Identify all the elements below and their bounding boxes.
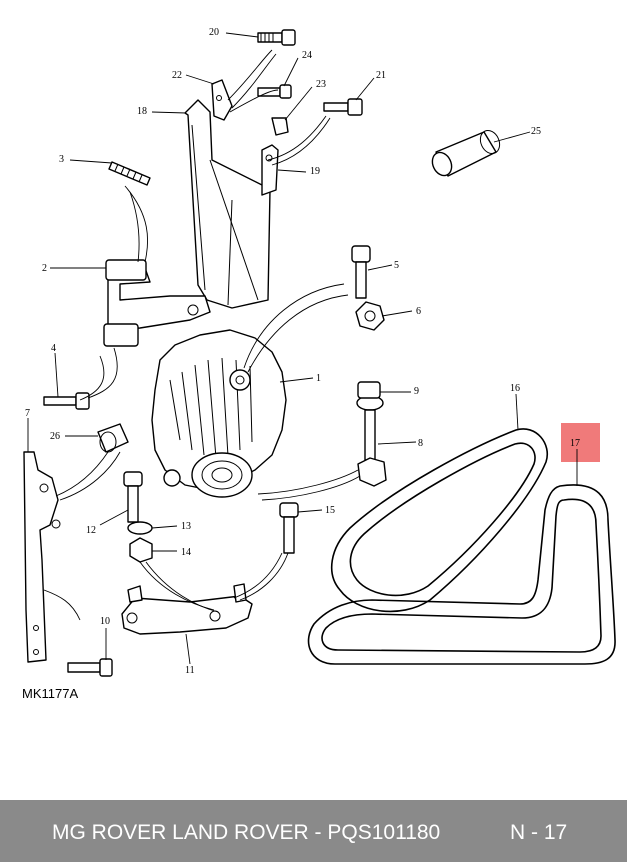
bolt-21 xyxy=(323,98,363,116)
bolt-20 xyxy=(257,29,296,46)
callout-labels: 20 24 22 21 23 18 25 3 19 5 2 6 4 1 16 9… xyxy=(25,27,580,676)
bolt-12 xyxy=(123,471,143,523)
callout-14: 14 xyxy=(181,547,191,558)
callout-9: 9 xyxy=(414,386,419,397)
callout-1: 1 xyxy=(316,373,321,384)
callout-3: 3 xyxy=(59,154,64,165)
callout-7: 7 xyxy=(25,408,30,419)
callout-17: 17 xyxy=(570,438,580,449)
leader-lines xyxy=(27,32,578,665)
callout-4: 4 xyxy=(51,343,56,354)
footer-bar: MG ROVER LAND ROVER - PQS101180 N - 17 xyxy=(0,800,627,862)
clip xyxy=(271,117,289,136)
callout-10: 10 xyxy=(100,616,110,627)
callout-15: 15 xyxy=(325,505,335,516)
bolt-8 xyxy=(356,381,387,487)
drive-belt-16 xyxy=(331,428,549,613)
callout-19: 19 xyxy=(310,166,320,177)
spacer-25 xyxy=(431,129,501,177)
callout-20: 20 xyxy=(209,27,219,38)
callout-22: 22 xyxy=(172,70,182,81)
nut-14 xyxy=(129,537,153,563)
callout-16: 16 xyxy=(510,383,520,394)
callout-23: 23 xyxy=(316,79,326,90)
sleeve-26 xyxy=(97,423,129,453)
callout-13: 13 xyxy=(181,521,191,532)
callout-18: 18 xyxy=(137,106,147,117)
diagram-code: MK1177A xyxy=(22,686,79,701)
callout-5: 5 xyxy=(394,260,399,271)
nut-6 xyxy=(355,301,385,331)
adjusting-bracket xyxy=(23,451,61,663)
washer-13 xyxy=(127,521,153,535)
callout-21: 21 xyxy=(376,70,386,81)
stud-3 xyxy=(108,161,151,186)
callout-24: 24 xyxy=(302,50,312,61)
footer-reference: N - 17 xyxy=(510,821,568,844)
bolt-15 xyxy=(279,502,299,554)
small-bracket xyxy=(211,79,233,121)
drive-belt-17 xyxy=(307,484,616,665)
footer-part-number: MG ROVER LAND ROVER - PQS101180 xyxy=(52,821,441,844)
bolt-5 xyxy=(351,245,371,299)
link-bracket xyxy=(121,583,253,635)
highlight-box xyxy=(561,423,600,462)
exploded-parts-diagram: 20 24 22 21 23 18 25 3 19 5 2 6 4 1 16 9… xyxy=(23,27,616,677)
sleeve-2 xyxy=(103,259,147,347)
callout-6: 6 xyxy=(416,306,421,317)
callout-25: 25 xyxy=(531,126,541,137)
callout-11: 11 xyxy=(185,665,195,676)
callout-12: 12 xyxy=(86,525,96,536)
support-bracket xyxy=(107,99,279,331)
callout-2: 2 xyxy=(42,263,47,274)
alternator xyxy=(151,329,287,498)
callout-8: 8 xyxy=(418,438,423,449)
bolt-4 xyxy=(43,392,90,410)
bolt-24 xyxy=(257,84,292,99)
bolt-10 xyxy=(67,658,113,677)
callout-26: 26 xyxy=(50,431,60,442)
